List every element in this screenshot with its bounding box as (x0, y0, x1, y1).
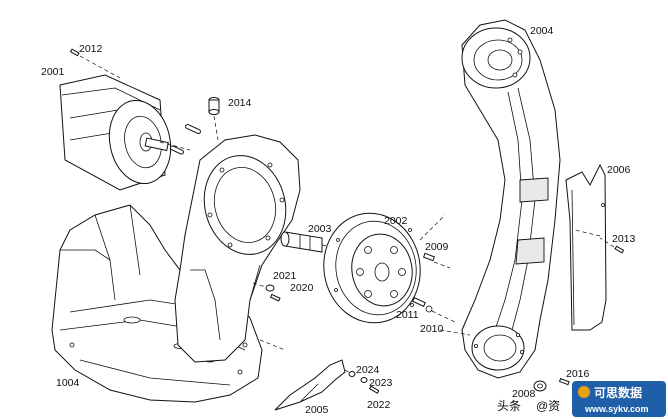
bolt-2011-washer-2010 (412, 296, 456, 323)
label-2013: 2013 (612, 233, 636, 245)
cover-2006 (565, 163, 607, 331)
label-2001: 2001 (41, 66, 65, 78)
label-2009: 2009 (425, 241, 449, 253)
motor-2001 (59, 74, 172, 191)
dowel-pins (169, 123, 201, 155)
label-2003: 2003 (308, 223, 332, 235)
label-2024: 2024 (356, 364, 380, 376)
leader-lines (159, 141, 601, 351)
watermark-badge: 可思数据 www.sykv.com (572, 381, 666, 417)
watermark: 头条 @资 可思数据 www.sykv.com (497, 381, 666, 417)
watermark-site-url: www.sykv.com (584, 404, 649, 414)
label-2006: 2006 (607, 164, 631, 176)
watermark-badge-background (572, 381, 666, 417)
screw-2013 (599, 237, 625, 254)
label-2005: 2005 (305, 404, 329, 416)
screw-2012 (69, 48, 121, 79)
label-2020: 2020 (290, 282, 314, 294)
label-2021: 2021 (273, 270, 297, 282)
watermark-headline-handle: @资 (536, 399, 560, 413)
label-2022: 2022 (367, 399, 391, 411)
label-2016: 2016 (566, 368, 590, 380)
bracket-2005 (274, 359, 346, 411)
label-1004: 1004 (56, 377, 80, 389)
washers-2024-2023-2022 (344, 369, 380, 394)
washer-2016-2008 (533, 378, 570, 392)
label-2004: 2004 (530, 25, 554, 37)
label-2008: 2008 (512, 388, 536, 400)
bushing-2014 (208, 97, 220, 141)
reducer-2002 (323, 212, 421, 324)
watermark-headline-prefix: 头条 (497, 399, 521, 413)
arm-2004 (461, 19, 561, 379)
label-2002: 2002 (384, 215, 408, 227)
label-2012: 2012 (79, 43, 103, 55)
label-2023: 2023 (369, 377, 393, 389)
label-2014: 2014 (228, 97, 252, 109)
watermark-site-name: 可思数据 (594, 385, 642, 400)
watermark-logo-icon (578, 386, 590, 398)
callout-labels: 2012 2001 2014 2004 2006 2013 2003 2002 … (41, 25, 636, 416)
label-2011: 2011 (396, 309, 419, 321)
shaft-2003 (280, 231, 341, 253)
label-2010: 2010 (420, 323, 444, 335)
screws-2021-2020 (252, 282, 281, 302)
bolt-2009 (422, 252, 451, 269)
arm-housing (174, 134, 301, 363)
